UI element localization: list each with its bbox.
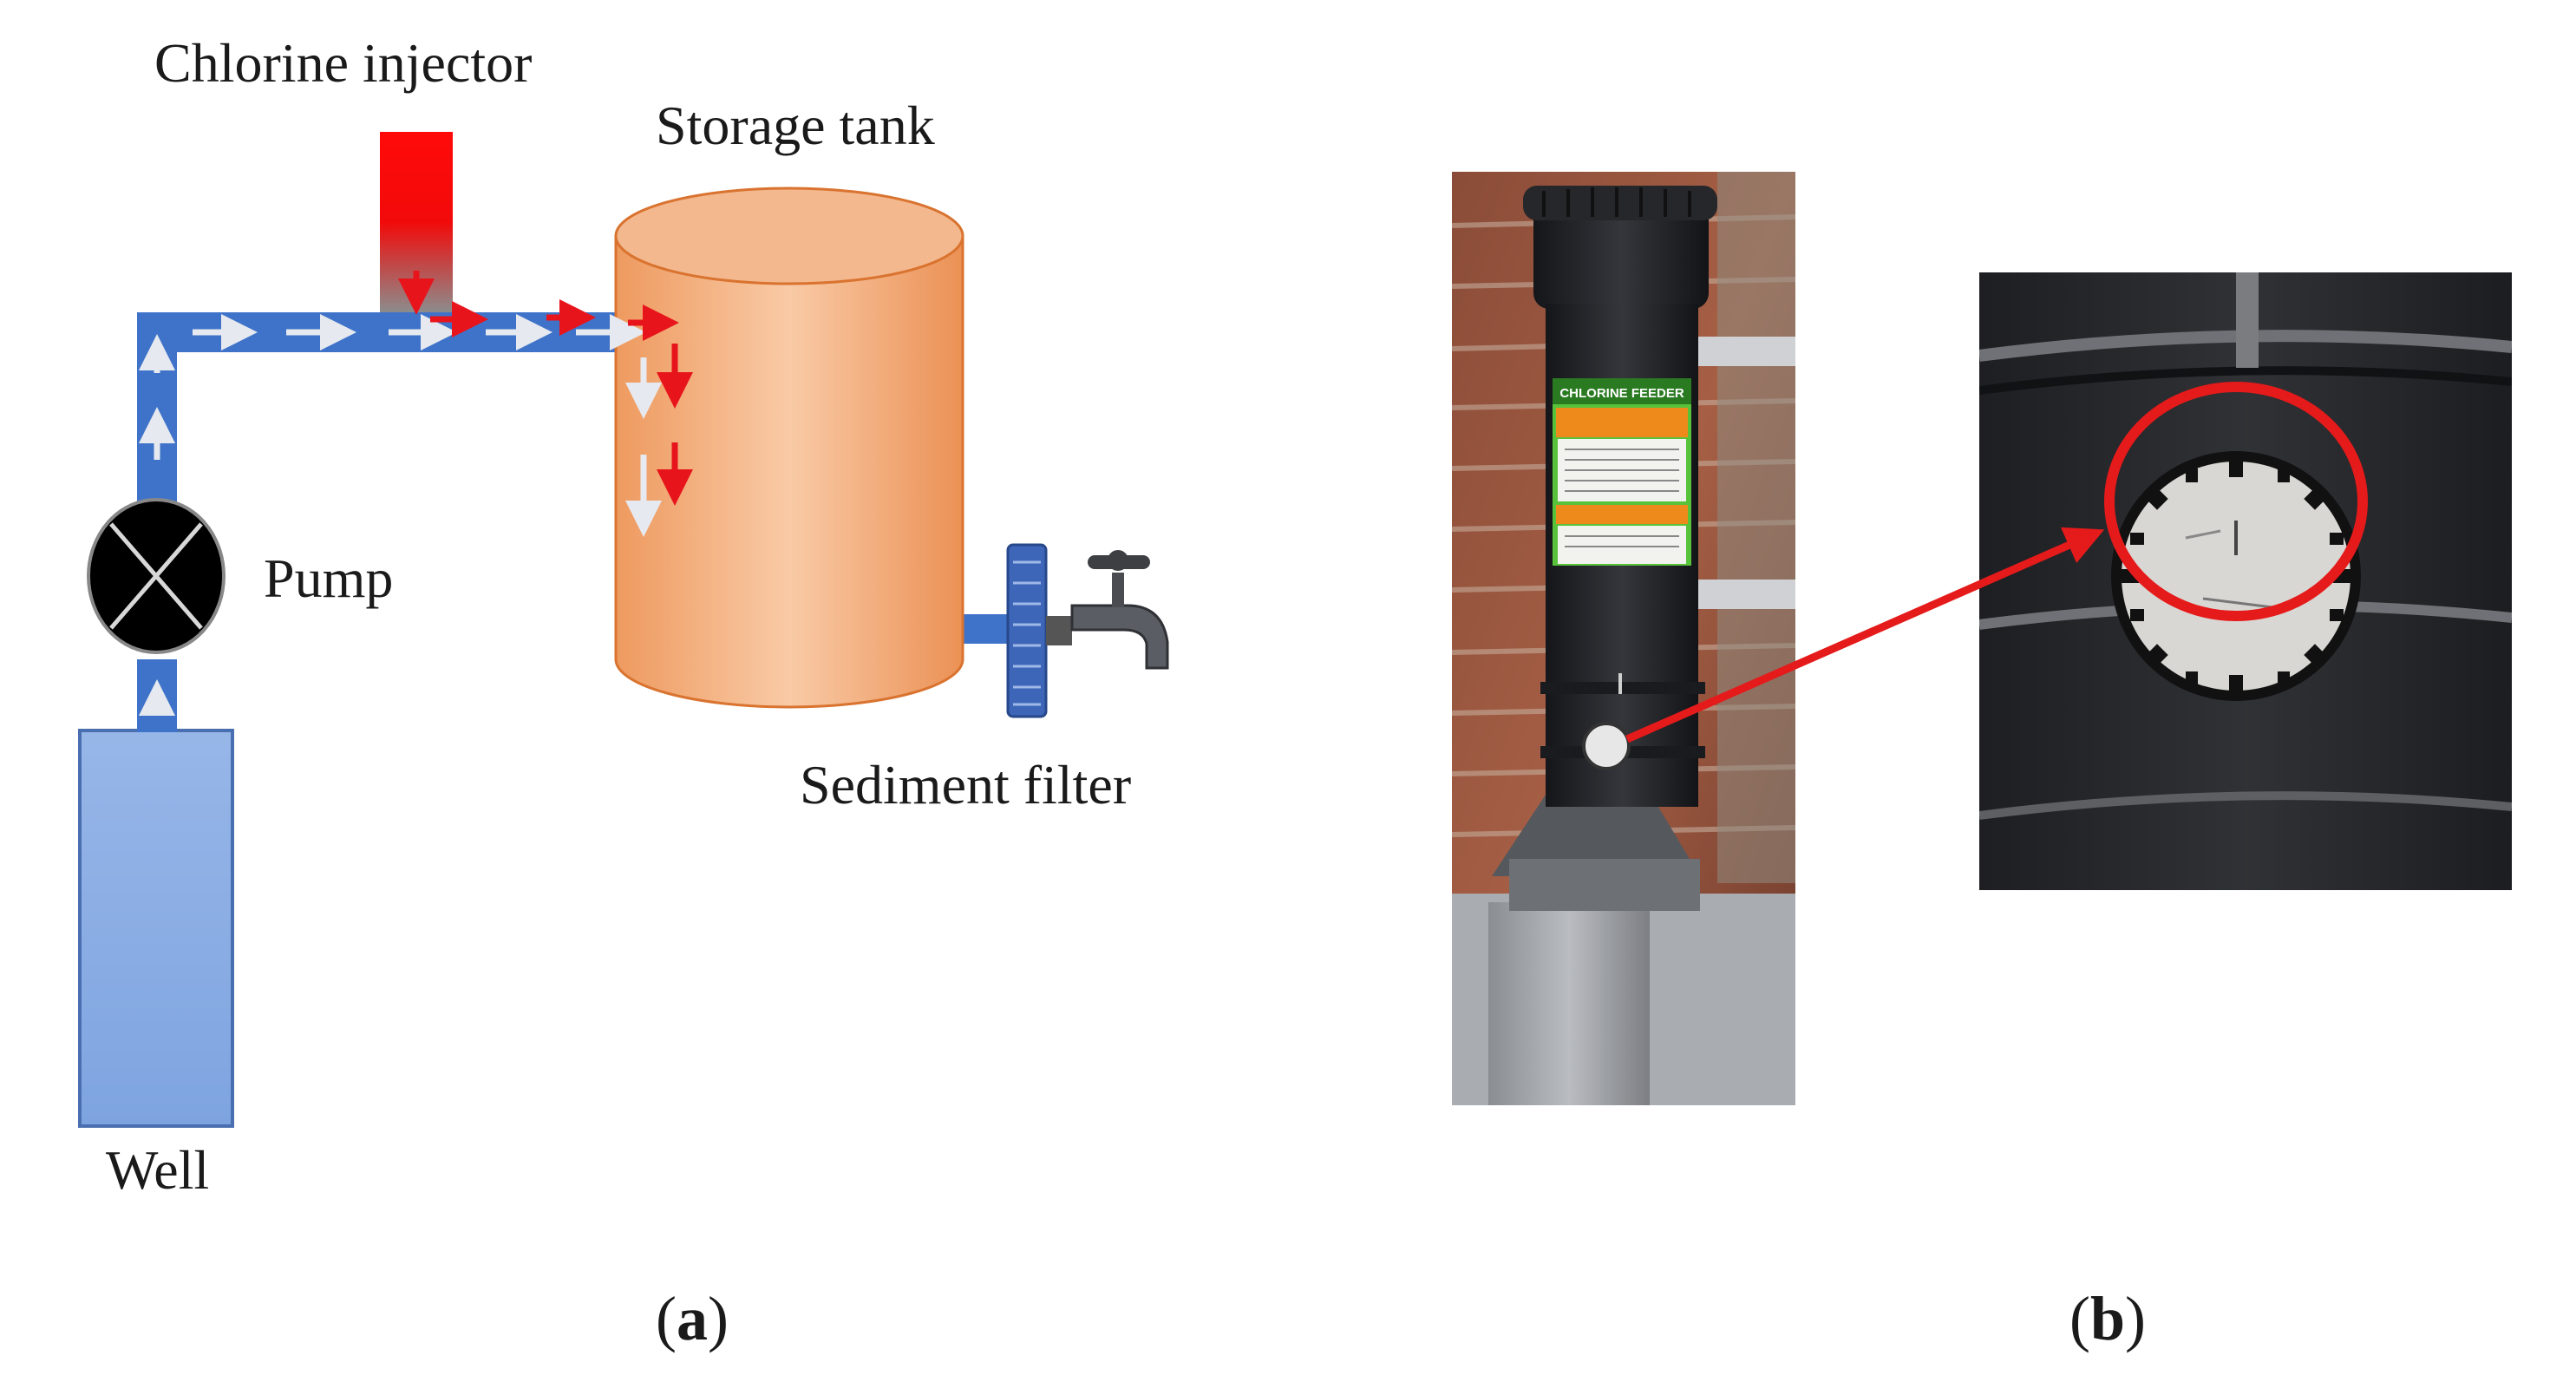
panel-b-photos: CHLORINE FEEDER (1452, 172, 2512, 1353)
zoom-arrow (1625, 527, 2105, 743)
photo-dial-closeup (1979, 272, 2512, 890)
feeder-label-text: CHLORINE FEEDER (1559, 386, 1684, 401)
panel-a-schematic: Chlorine injector Storage tank Pump Sedi… (78, 32, 1169, 1353)
caption-b-close: ) (2125, 1284, 2146, 1353)
pump-symbol (87, 498, 226, 654)
label-pump: Pump (264, 547, 393, 609)
dial-highlight-circle (2104, 382, 2368, 621)
caption-a-close: ) (708, 1284, 729, 1353)
water-tap-icon (1046, 550, 1169, 670)
storage-tank-shape (614, 187, 964, 709)
label-storage-tank: Storage tank (656, 95, 935, 156)
label-sediment-filter: Sediment filter (800, 754, 1131, 815)
flow-arrows-chlorine (398, 271, 693, 506)
feeder-dial (1582, 722, 1631, 770)
flow-arrows-water (139, 314, 662, 716)
sediment-filter-shape (1006, 543, 1048, 718)
caption-b: (b) (2069, 1284, 2146, 1353)
caption-a-open: ( (656, 1284, 677, 1353)
caption-b-letter: b (2090, 1284, 2125, 1353)
caption-a: (a) (656, 1284, 729, 1353)
photo-chlorine-feeder: CHLORINE FEEDER (1452, 172, 1795, 1105)
label-well: Well (106, 1139, 209, 1201)
label-chlorine-injector: Chlorine injector (154, 32, 532, 94)
caption-a-letter: a (677, 1284, 708, 1353)
well-shape (78, 729, 234, 1128)
caption-b-open: ( (2069, 1284, 2090, 1353)
